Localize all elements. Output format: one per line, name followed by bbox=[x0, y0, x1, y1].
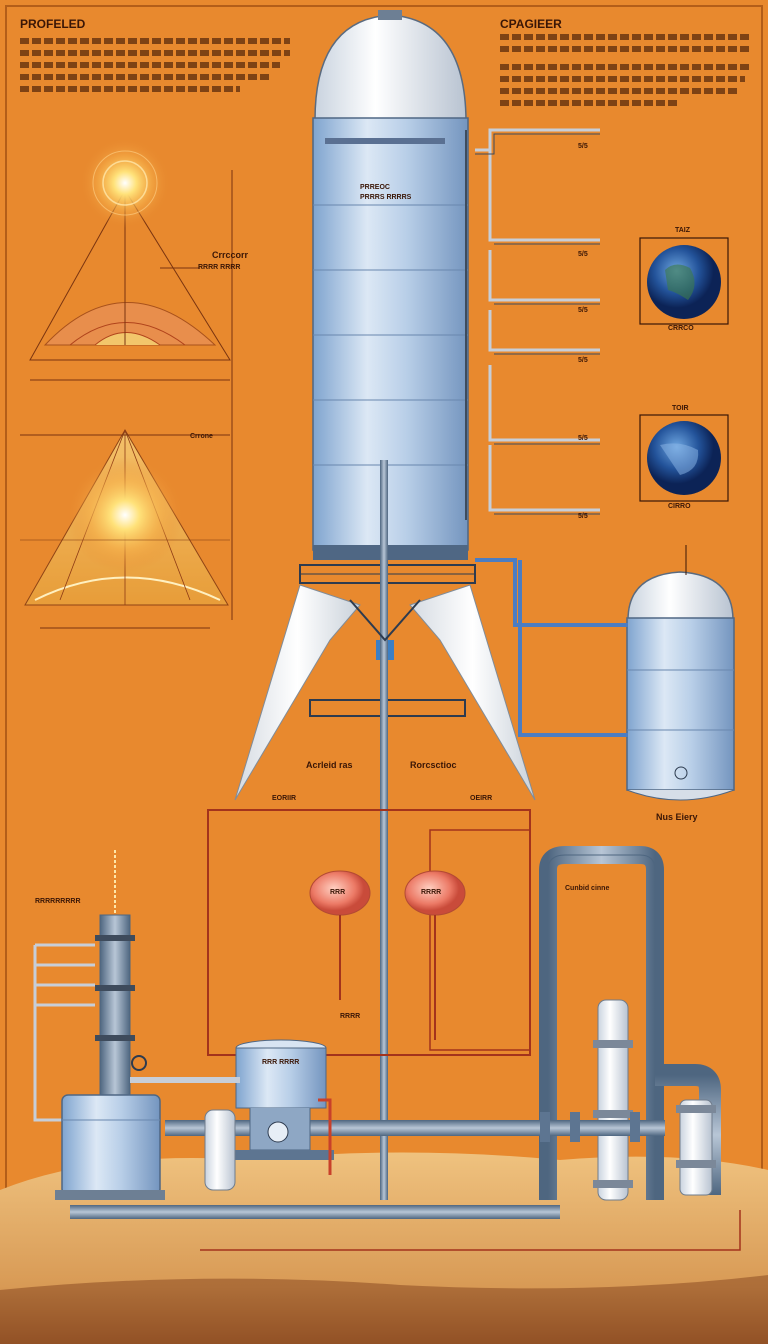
side-tank-label: Nus Eiery bbox=[656, 812, 698, 822]
valve-icon bbox=[267, 1121, 289, 1143]
text-block bbox=[500, 100, 680, 106]
boiler-label: RRR RRRR bbox=[262, 1059, 300, 1066]
text-block bbox=[500, 64, 750, 70]
pipe-tag: 5/5 bbox=[578, 513, 588, 520]
central-pipe bbox=[380, 460, 388, 1200]
mid-label: RRRR bbox=[340, 1013, 361, 1020]
frame-left-tag: EORIIR bbox=[272, 795, 297, 802]
pipe-tag: 5/5 bbox=[578, 357, 588, 364]
pipe-tag: 5/5 bbox=[578, 143, 588, 150]
gauge2-label: RRRR bbox=[421, 889, 442, 896]
text-block bbox=[20, 74, 270, 80]
pipe-manifold bbox=[465, 128, 600, 520]
tank-plate-line-2: PRRRS RRRRS bbox=[360, 194, 412, 201]
text-block bbox=[500, 76, 745, 82]
launch-structure bbox=[234, 460, 536, 1200]
globe1-title: TAIZ bbox=[675, 227, 691, 234]
tower-icon bbox=[33, 850, 240, 1122]
globe1-caption: CRRCO bbox=[668, 325, 694, 332]
globe2-title: TOIR bbox=[672, 405, 689, 412]
pipe-tag: 5/5 bbox=[578, 307, 588, 314]
tank-plate-line-1: PRREOC bbox=[360, 184, 390, 191]
globe-panel-2 bbox=[639, 414, 729, 502]
text-block bbox=[20, 86, 240, 92]
gauge-icon bbox=[309, 870, 371, 1000]
text-block bbox=[20, 50, 290, 56]
top-left-title: PROFELED bbox=[20, 17, 86, 31]
frame-right-tag: OEIRR bbox=[470, 795, 493, 802]
text-block bbox=[500, 46, 750, 52]
upper-cone-sublabel: RRRR RRRR bbox=[198, 264, 241, 271]
globe2-caption: CIRRO bbox=[668, 503, 691, 510]
gauge-icon bbox=[404, 870, 466, 1040]
fin-right-label: Rorcsctioc bbox=[410, 760, 457, 770]
top-right-title: CPAGIEER bbox=[500, 17, 562, 31]
right-pipe-label: Cunbid cinne bbox=[565, 885, 610, 892]
upper-sun-cone bbox=[29, 138, 231, 381]
lower-cone-label: Crrone bbox=[190, 433, 213, 440]
gauge1-label: RRR bbox=[330, 889, 346, 896]
text-block bbox=[20, 62, 280, 68]
left-tower-label: RRRRRRRRR bbox=[35, 898, 81, 905]
main-tank bbox=[312, 10, 469, 560]
left-storage-tank bbox=[55, 1094, 165, 1200]
upper-cone-label: Crrccorr bbox=[212, 250, 249, 260]
control-frame bbox=[200, 809, 741, 1251]
boiler bbox=[204, 1039, 334, 1191]
sun-icon bbox=[67, 457, 183, 573]
text-block bbox=[20, 38, 290, 44]
pipe-loop bbox=[539, 846, 721, 1201]
text-block bbox=[500, 88, 740, 94]
side-tank bbox=[475, 545, 735, 801]
text-block bbox=[500, 34, 750, 40]
globe-panel-1 bbox=[639, 237, 729, 325]
pipe-tag: 5/5 bbox=[578, 251, 588, 258]
lower-sun-cone bbox=[20, 429, 230, 629]
fin-left-label: Acrleid ras bbox=[306, 760, 353, 770]
pipe-tag: 5/5 bbox=[578, 435, 588, 442]
